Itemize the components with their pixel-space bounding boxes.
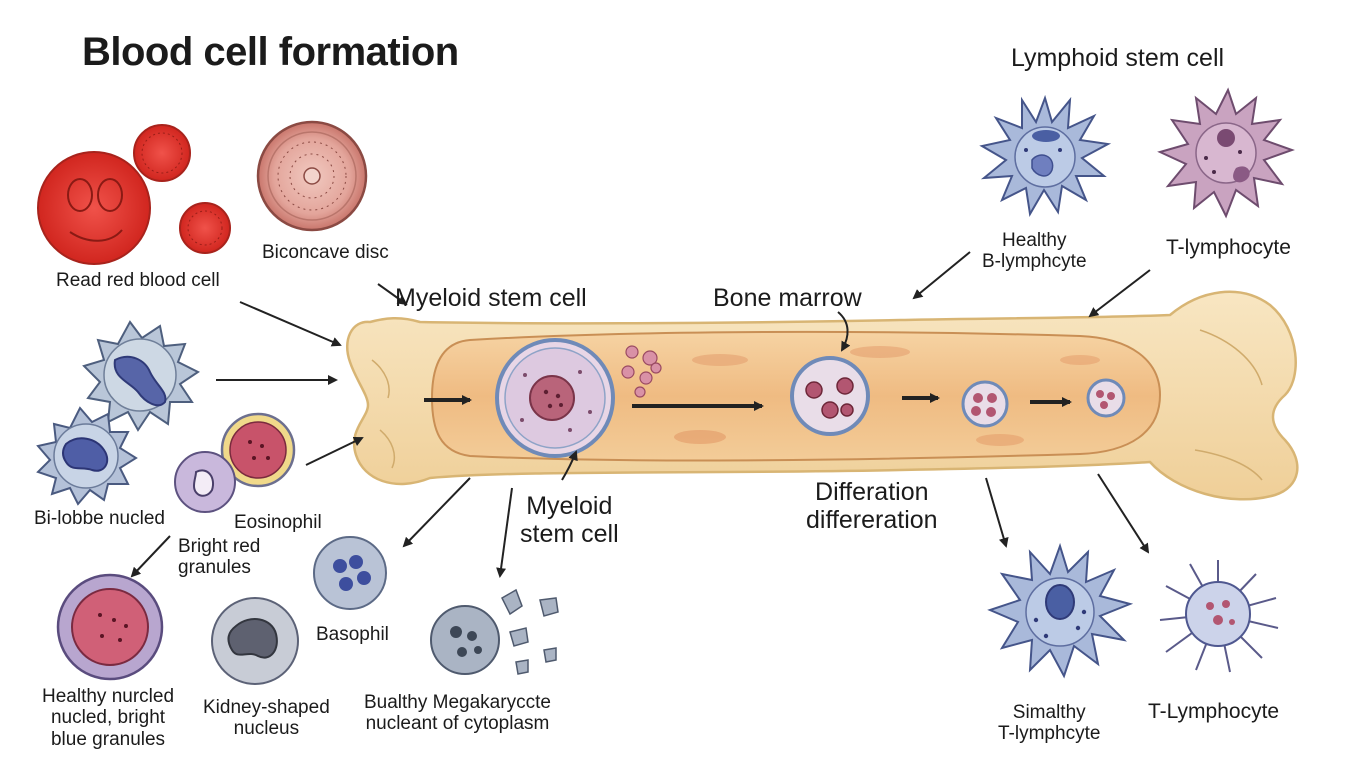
megakaryocyte-fragments bbox=[430, 588, 559, 675]
myeloid-stem-cell-bottom-label: Myeloid stem cell bbox=[520, 492, 619, 548]
stage-cell-2 bbox=[961, 380, 1009, 428]
healthy-nucled-cell bbox=[56, 573, 164, 681]
myeloid-stem-cell-top-label: Myeloid stem cell bbox=[395, 284, 587, 312]
t-lymphocyte-bottom-right bbox=[1159, 560, 1279, 673]
lymphoid-stem-cell-label: Lymphoid stem cell bbox=[1011, 44, 1225, 72]
monocyte-cell-small bbox=[174, 451, 236, 513]
simalthy-t-lymphcyte-label: Simalthy T-lymphcyte bbox=[998, 702, 1101, 745]
bone-marrow-label: Bone marrow bbox=[713, 284, 862, 312]
t-lymphocyte-bottom-left bbox=[987, 542, 1134, 679]
small-cells-cluster bbox=[621, 345, 662, 398]
basophil-cell bbox=[313, 536, 387, 610]
biconcave-disc bbox=[256, 120, 368, 232]
neutrophil-cell-upper bbox=[82, 320, 200, 432]
pointer-arrows bbox=[130, 251, 1151, 578]
stage-cell-1 bbox=[790, 356, 870, 436]
myeloid-stem-cell-in-marrow bbox=[495, 338, 615, 458]
kidney-shaped-nucleus-label: Kidney-shaped nucleus bbox=[203, 697, 330, 740]
marrow-arrows bbox=[424, 393, 1072, 411]
eosinophil-label: Eosinophil bbox=[234, 512, 322, 533]
bi-lobbe-nucled-label: Bi-lobbe nucled bbox=[34, 508, 165, 529]
eosinophil-cell bbox=[220, 412, 296, 488]
read-red-blood-cell-label: Read red blood cell bbox=[56, 270, 220, 291]
healthy-b-lymphocyte-label: Healthy B-lymphcyte bbox=[982, 230, 1087, 273]
t-lymphocyte-top-label: T-lymphocyte bbox=[1166, 236, 1291, 259]
b-lymphocyte-top bbox=[979, 94, 1112, 217]
kidney-shaped-nucleus-cell bbox=[211, 597, 299, 685]
biconcave-disc-label: Biconcave disc bbox=[262, 242, 389, 263]
basophil-label: Basophil bbox=[316, 624, 389, 645]
differation-label: Differation differeration bbox=[806, 478, 938, 534]
neutrophil-cell-lower bbox=[36, 406, 138, 506]
healthy-nurcled-label: Healthy nurcled nucled, bright blue gran… bbox=[42, 686, 175, 750]
stage-cell-3 bbox=[1086, 378, 1126, 418]
t-lymphocyte-top bbox=[1157, 87, 1295, 219]
red-blood-cells bbox=[37, 124, 231, 265]
bualthy-megakaryocyte-label: Bualthy Megakaryccte nucleant of cytopla… bbox=[364, 692, 551, 735]
bright-red-granules-label: Bright red granules bbox=[178, 536, 261, 579]
t-lymphocyte-bottom-label: T-Lymphocyte bbox=[1148, 700, 1280, 723]
diagram-title: Blood cell formation bbox=[82, 30, 459, 74]
